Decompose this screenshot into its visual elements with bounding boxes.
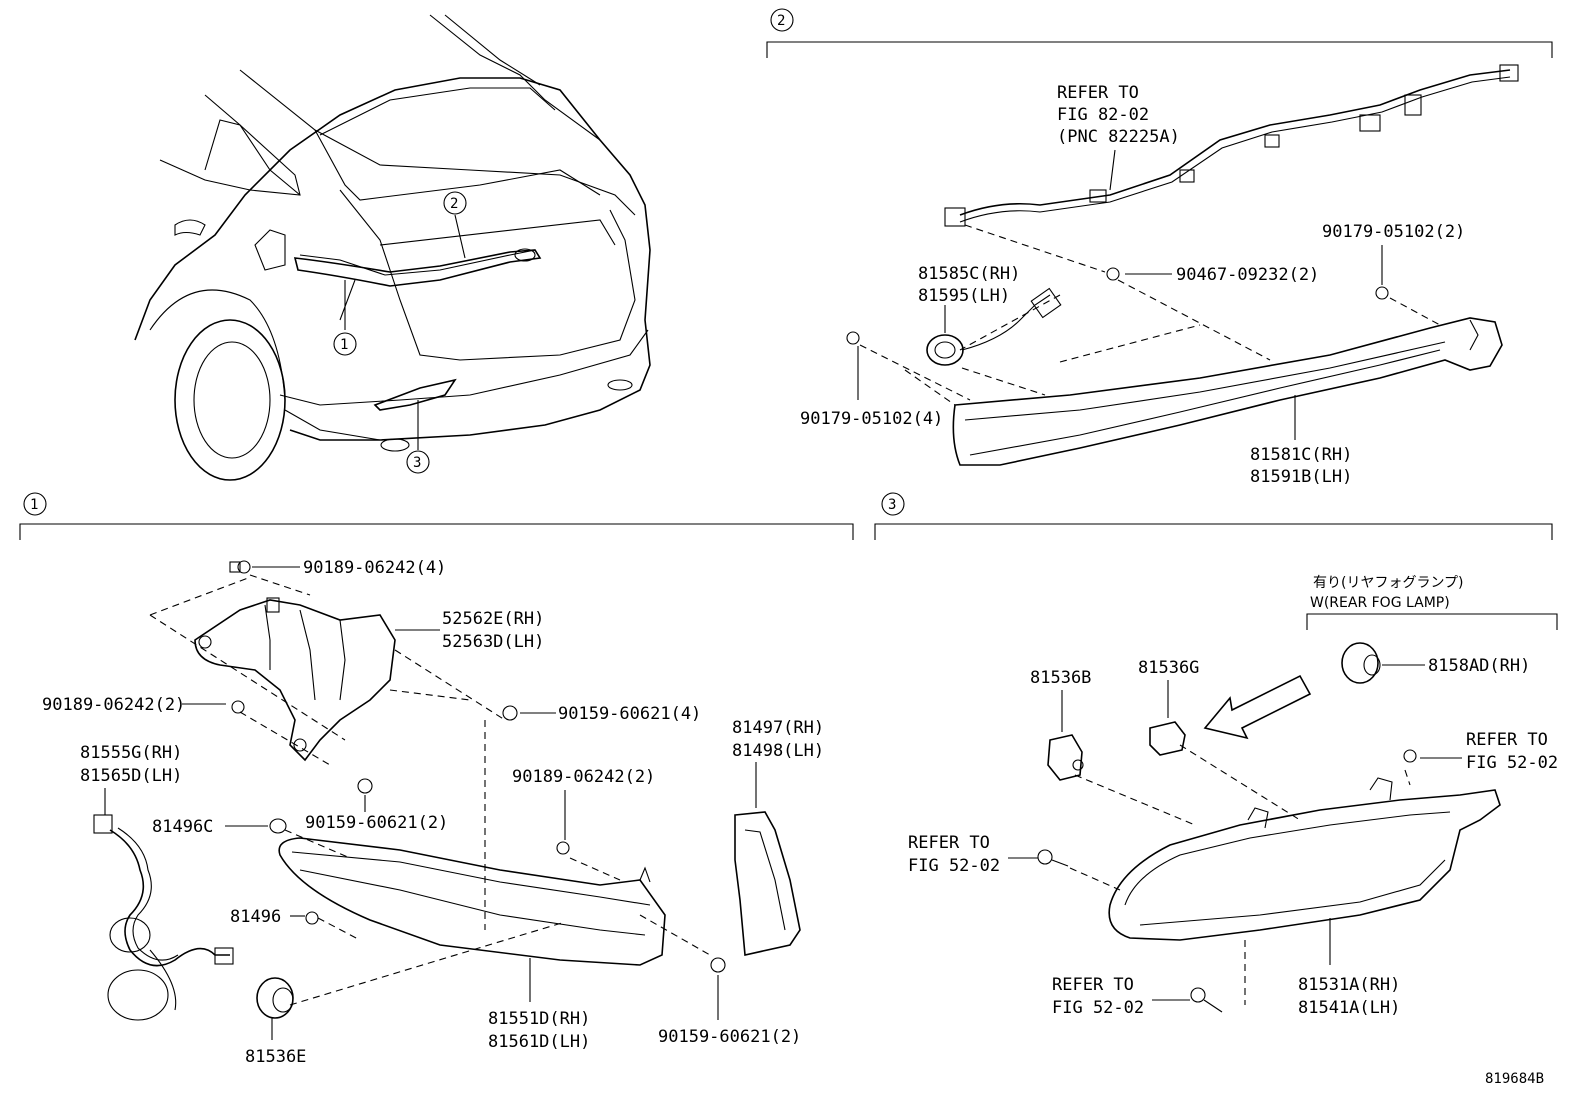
part-90179-05102-top: 90179-05102(2) [1322,222,1465,242]
socket-81585c-icon [926,334,964,366]
part-81536g: 81536G [1138,658,1199,678]
part-8158ad: 8158AD(RH) [1428,656,1530,676]
part-90189-06242-top: 90189-06242(4) [303,558,446,578]
refer-left-line1: REFER TO [908,833,990,853]
section-1: 1 90189-06242(4) 52562E(RH) 52563D(LH) 9… [19,492,854,1067]
screw-90159-right-icon [502,705,518,721]
section-3-number: 3 [888,497,896,513]
part-81591b: 81591B(LH) [1250,467,1352,487]
refer-bottom-line2: FIG 52-02 [1052,998,1144,1018]
part-81497: 81497(RH) [732,718,824,738]
part-52562e: 52562E(RH) [442,609,544,629]
refer-bottom-line1: REFER TO [1052,975,1134,995]
section-1-number: 1 [30,497,38,513]
part-90159-60621-mid: 90159-60621(2) [305,813,448,833]
socket-wire-81555g [109,829,230,967]
bracket-52562e [194,599,396,762]
reflector-81497 [734,811,801,956]
callout-3 [406,450,430,474]
center-garnish-lamp [952,317,1503,466]
nut-90179-left-icon [846,331,860,345]
bolt-90189-left-icon [231,700,245,714]
bulb-8158ad-icon [1341,642,1379,684]
part-81561d: 81561D(LH) [488,1032,590,1052]
bolt-refer-right-icon [1403,749,1417,763]
section-3: 3 有り(リヤフォグランプ) W(REAR FOG LAMP) 8158AD(R… [874,492,1558,1018]
part-90189-06242-left: 90189-06242(2) [42,695,185,715]
part-90179-05102-left: 90179-05102(4) [800,409,943,429]
vehicle-callouts: 2 1 3 [333,191,467,474]
refer-right-line2: FIG 52-02 [1466,753,1558,773]
rear-reflex-lamp-81551d [278,837,666,966]
part-90159-60621-right: 90159-60621(4) [558,704,701,724]
part-90189-06242-mid: 90189-06242(2) [512,767,655,787]
nut-90179-top-icon [1375,286,1389,300]
bolt-refer-bottom-icon [1190,987,1206,1003]
callout-2-text: 2 [450,196,458,212]
refer-right-line1: REFER TO [1466,730,1548,750]
section-2: 2 REFER TO FIG 82-02 (PNC 82225A) 90467-… [766,8,1553,487]
socket-81536g-icon [1149,721,1186,756]
section-2-number: 2 [777,13,785,29]
socket-81536b-icon [1047,734,1083,781]
part-81585c: 81585C(RH) [918,264,1020,284]
refer-to-wiring-line1: REFER TO [1057,83,1139,103]
part-52563d: 52563D(LH) [442,632,544,652]
vehicle-rear-view [134,14,651,481]
callout-2 [443,191,467,215]
part-81496: 81496 [230,907,281,927]
part-81565d: 81565D(LH) [80,766,182,786]
nut-90467-icon [1106,267,1120,281]
part-81541a: 81541A(LH) [1298,998,1400,1018]
refer-to-wiring-line2: FIG 82-02 [1057,105,1149,125]
screw-90159-bottom-icon [710,957,726,973]
diagram-id: 819684B [1485,1071,1544,1087]
part-81551d: 81551D(RH) [488,1009,590,1029]
screw-90159-mid-icon [357,778,373,794]
part-81498: 81498(LH) [732,741,824,761]
callout-1-text: 1 [340,337,348,353]
callout-3-text: 3 [413,455,421,471]
socket-81536e-icon [256,977,294,1019]
bolt-90189-top-icon [237,560,251,574]
part-90467-09232: 90467-09232(2) [1176,265,1319,285]
bolt-refer-left-icon [1037,849,1053,865]
bolt-90189-mid-icon [556,841,570,855]
part-81581c: 81581C(RH) [1250,445,1352,465]
rear-fog-w-label: W(REAR FOG LAMP) [1310,595,1450,611]
part-81595: 81595(LH) [918,286,1010,306]
part-81496c: 81496C [152,817,213,837]
refer-to-wiring-line3: (PNC 82225A) [1057,127,1180,147]
part-81536b: 81536B [1030,668,1091,688]
part-81555g: 81555G(RH) [80,743,182,763]
rear-fog-lamp-81531a [1108,789,1501,941]
part-81536e: 81536E [245,1047,306,1067]
wire-harness [959,69,1511,216]
callout-1 [333,332,357,356]
grommet-81496c-icon [269,818,287,834]
refer-left-line2: FIG 52-02 [908,856,1000,876]
grommet-81496-icon [305,911,319,925]
part-90159-60621-bottom: 90159-60621(2) [658,1027,801,1047]
direction-arrow-icon [1203,674,1312,740]
part-81531a: 81531A(RH) [1298,975,1400,995]
rear-fog-jp-label: 有り(リヤフォグランプ) [1313,575,1464,591]
